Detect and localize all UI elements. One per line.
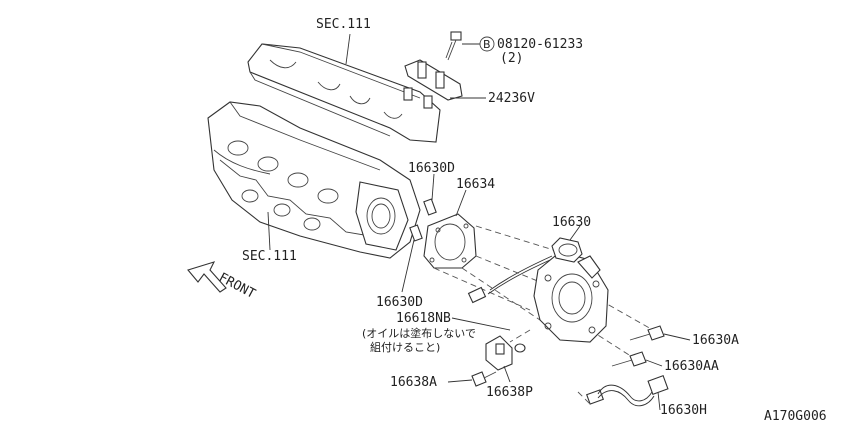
label-16618nb: 16618NB — [396, 311, 451, 326]
label-16630d-bottom: 16630D — [376, 295, 423, 310]
bolt-08120-61233 — [445, 31, 462, 61]
sensor-16638p — [485, 335, 513, 371]
label-16634: 16634 — [456, 177, 495, 192]
label-b-mark: B — [483, 38, 491, 51]
label-sec111-left: SEC.111 — [242, 249, 297, 264]
intake-manifold — [207, 101, 421, 259]
label-16630aa: 16630AA — [664, 359, 719, 374]
label-front: FRONT — [216, 270, 258, 302]
leader-lines — [267, 33, 691, 411]
screw-16638a — [471, 371, 497, 387]
figure-code: A170G006 — [764, 409, 827, 424]
front-arrow-icon — [187, 261, 227, 293]
label-16630: 16630 — [552, 215, 591, 230]
bracket-24236v — [403, 59, 463, 109]
bolt-16630aa — [611, 351, 647, 367]
label-bolt-qty: (2) — [500, 51, 523, 66]
label-note-line2: 組付けること) — [370, 341, 440, 354]
label-16630a: 16630A — [692, 333, 739, 348]
gasket-16634 — [423, 213, 477, 269]
label-16638p: 16638P — [486, 385, 533, 400]
label-sec111-top: SEC.111 — [316, 17, 371, 32]
dowel-pin-16630d-lower — [409, 224, 423, 242]
label-16638a: 16638A — [390, 375, 437, 390]
label-note-line1: (オイルは塗布しないで — [362, 326, 476, 340]
dowel-pin-16630d-upper — [423, 198, 437, 216]
manifold-cover — [247, 43, 441, 143]
b-mark-icon — [479, 36, 495, 52]
label-16630h: 16630H — [660, 403, 707, 418]
bolt-16630a — [629, 325, 665, 341]
o-ring-16618nb — [514, 343, 526, 353]
throttle-harness — [467, 255, 553, 304]
harness-16630h — [586, 374, 669, 407]
label-bolt-code: 08120-61233 — [497, 37, 583, 52]
throttle-body-16630 — [533, 237, 609, 343]
label-24236v: 24236V — [488, 91, 535, 106]
label-16630d-top: 16630D — [408, 161, 455, 176]
